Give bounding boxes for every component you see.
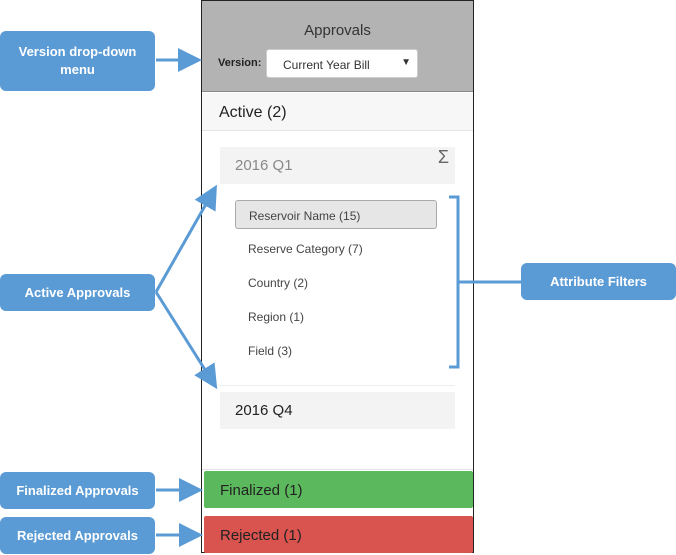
filter-item-reserve-category[interactable]: Reserve Category (7) [235, 234, 437, 263]
version-dropdown-value: Current Year Bill [283, 58, 370, 72]
filter-item-reservoir-name[interactable]: Reservoir Name (15) [235, 200, 437, 229]
filter-label: Region (1) [248, 310, 305, 324]
group-label: 2016 Q1 [235, 157, 293, 174]
filter-label: Reservoir Name (15) [249, 209, 361, 223]
callout-active-approvals: Active Approvals [0, 274, 155, 311]
rejected-section-header[interactable]: Rejected (1) [204, 516, 473, 553]
group-header-2016-q1[interactable]: 2016 Q1 Σ [220, 147, 455, 184]
filter-item-field[interactable]: Field (3) [235, 336, 437, 365]
version-dropdown[interactable]: Current Year Bill ▼ [266, 49, 418, 78]
finalized-label: Finalized (1) [220, 482, 303, 499]
attribute-filter-list: Reservoir Name (15) Reserve Category (7)… [220, 184, 455, 386]
sigma-icon[interactable]: Σ [437, 147, 449, 167]
rejected-label: Rejected (1) [220, 527, 302, 544]
group-label: 2016 Q4 [235, 402, 293, 419]
filter-item-country[interactable]: Country (2) [235, 268, 437, 297]
approvals-panel: Approvals Version: Current Year Bill ▼ A… [201, 0, 474, 553]
filter-item-region[interactable]: Region (1) [235, 302, 437, 331]
filter-label: Reserve Category (7) [248, 242, 363, 256]
version-label: Version: [218, 57, 262, 69]
group-header-2016-q4[interactable]: 2016 Q4 [220, 392, 455, 429]
callout-finalized-approvals: Finalized Approvals [0, 472, 155, 509]
callout-attribute-filters: Attribute Filters [521, 263, 676, 300]
callout-rejected-approvals: Rejected Approvals [0, 517, 155, 554]
panel-header: Approvals Version: Current Year Bill ▼ [202, 1, 473, 92]
callout-version-dropdown: Version drop-down menu [0, 31, 155, 91]
active-section-body: 2016 Q1 Σ Reservoir Name (15) Reserve Ca… [202, 131, 473, 470]
filter-label: Field (3) [248, 344, 293, 358]
chevron-down-icon: ▼ [401, 57, 411, 68]
finalized-section-header[interactable]: Finalized (1) [204, 471, 473, 508]
active-section-label: Active (2) [219, 104, 287, 121]
panel-title: Approvals [304, 22, 371, 39]
filter-label: Country (2) [248, 276, 309, 290]
active-section-header[interactable]: Active (2) [202, 93, 473, 131]
